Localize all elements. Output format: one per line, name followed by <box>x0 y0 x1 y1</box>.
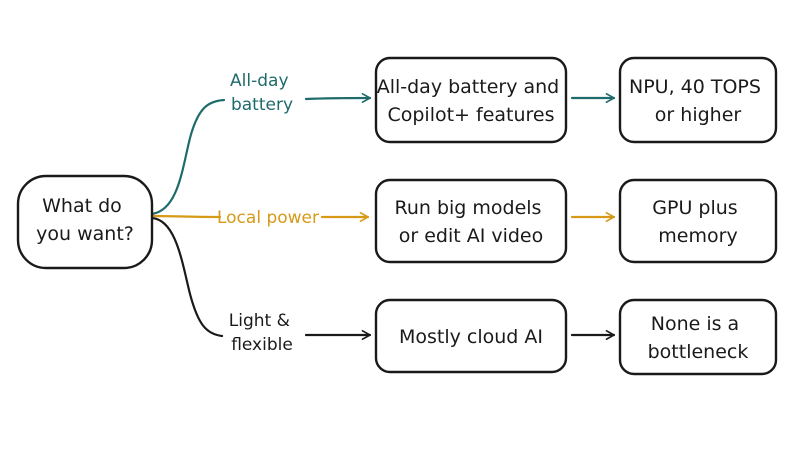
middle-battery-line-1: All-day battery and <box>377 76 560 98</box>
middle-light-text: Mostly cloud AI <box>399 326 543 348</box>
root-line-2: you want? <box>36 223 134 245</box>
middle-node-battery: All-day battery and Copilot+ features <box>374 56 568 144</box>
result-battery-text: NPU, 40 TOPS or higher <box>629 76 767 126</box>
branch-battery-line-1: All-day <box>230 71 288 91</box>
connector-battery <box>150 98 226 216</box>
branch-light-line-1: Light & <box>229 311 290 331</box>
arrow-battery-to-middle <box>304 93 372 104</box>
connector-light <box>150 216 224 338</box>
result-light-line-1: None is a <box>651 313 739 335</box>
result-light-line-2: bottleneck <box>648 341 749 363</box>
middle-battery-line-2: Copilot+ features <box>387 104 554 126</box>
result-node-battery: NPU, 40 TOPS or higher <box>618 56 778 144</box>
root-node: What do you want? <box>16 174 154 270</box>
result-local-text: GPU plus memory <box>652 197 743 247</box>
branch-light-line-2: flexible <box>231 335 293 355</box>
branch-label-light: Light & flexible <box>229 311 296 355</box>
root-line-1: What do <box>42 195 122 217</box>
middle-local-text: Run big models or edit AI video <box>394 197 547 247</box>
middle-battery-text: All-day battery and Copilot+ features <box>377 76 566 126</box>
result-light-text: None is a bottleneck <box>648 313 749 363</box>
result-local-line-2: memory <box>658 225 737 247</box>
result-local-line-1: GPU plus <box>652 197 737 219</box>
middle-node-light: Mostly cloud AI <box>374 298 568 374</box>
result-battery-line-2: or higher <box>655 104 742 126</box>
branch-battery-line-2: battery <box>231 95 293 115</box>
branch-local-line-1: Local power <box>217 208 319 228</box>
branch-label-local: Local power <box>217 208 319 228</box>
result-node-local: GPU plus memory <box>618 178 778 264</box>
middle-local-line-2: or edit AI video <box>399 225 544 247</box>
middle-local-line-1: Run big models <box>394 197 541 219</box>
result-battery-line-1: NPU, 40 TOPS <box>629 76 761 98</box>
branch-label-battery: All-day battery <box>230 71 294 115</box>
middle-light-line-1: Mostly cloud AI <box>399 326 543 348</box>
middle-node-local: Run big models or edit AI video <box>374 178 568 264</box>
root-text: What do you want? <box>36 195 134 245</box>
connector-local <box>150 214 222 219</box>
result-node-light: None is a bottleneck <box>618 298 778 376</box>
